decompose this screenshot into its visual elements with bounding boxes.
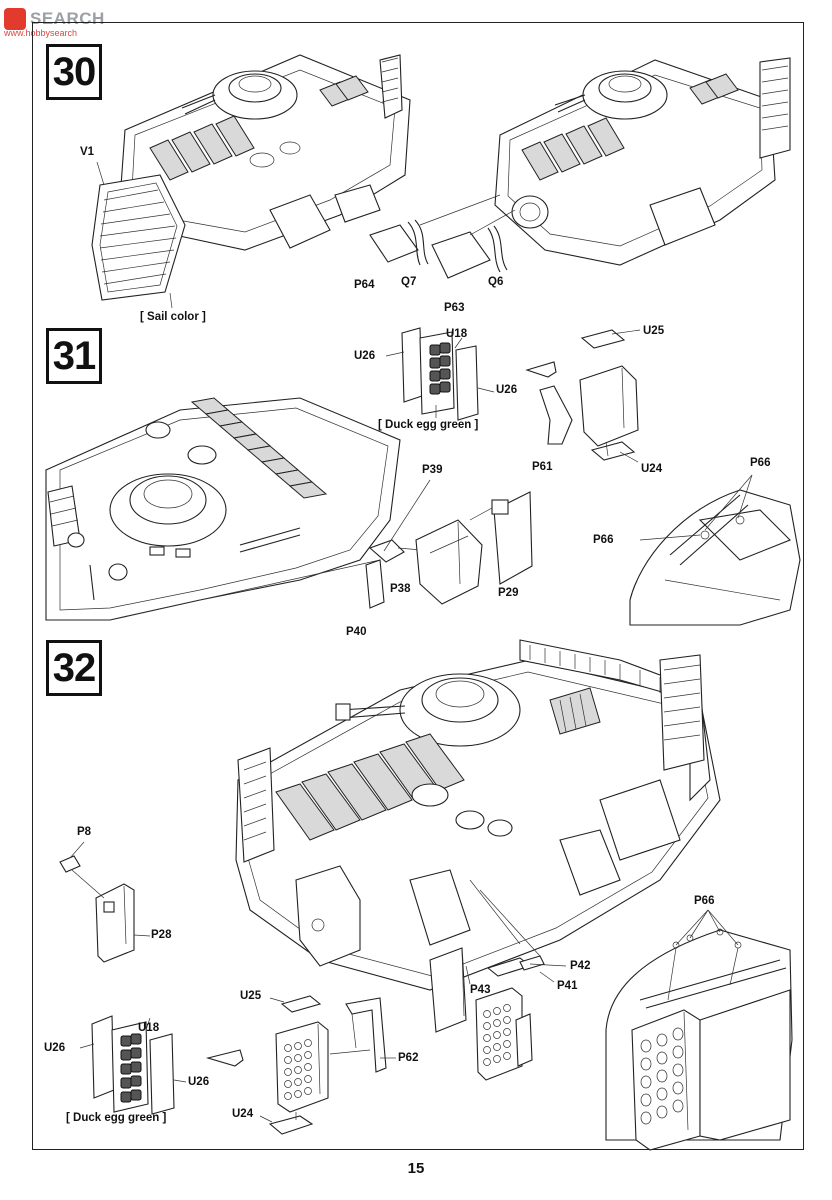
label-p43: P43 [470,984,491,996]
instruction-page-frame [32,22,804,1150]
label-u26-left: U26 [354,350,376,362]
part-u18-tube-rack [429,342,451,395]
step-30-color-note: [ Sail color ] [140,311,206,323]
label-q7: Q7 [401,276,417,288]
label-p28: P28 [151,929,172,941]
watermark-brand: SEARCH [30,9,105,28]
label-u24: U24 [641,463,663,475]
watermark: SEARCH [4,4,105,34]
step-31-vents [190,397,328,499]
label-v1: V1 [80,146,95,158]
step-32-vents [275,733,465,841]
step-31-color-note: [ Duck egg green ] [378,419,479,431]
label-p62: P62 [398,1052,419,1064]
label-u18-32: U18 [138,1022,160,1034]
step-31-number: 31 [46,328,102,384]
label-u24-32: U24 [232,1108,254,1120]
label-p40: P40 [346,626,367,638]
label-u26-32-left: U26 [44,1042,66,1054]
label-p66-left: P66 [593,534,614,546]
label-u26-right: U26 [496,384,518,396]
step-32-color-note: [ Duck egg green ] [66,1112,167,1124]
label-p38: P38 [390,583,411,595]
label-p8: P8 [77,826,92,838]
label-u26-32-right: U26 [188,1076,210,1088]
part-tube-holes-41 [483,1004,511,1066]
step-30-number: 30 [46,44,102,100]
label-u25: U25 [643,325,665,337]
watermark-url: www.hobbysearch [4,28,78,38]
label-p63: P63 [444,302,465,314]
label-p64: P64 [354,279,375,291]
label-p39: P39 [422,464,443,476]
label-u25-32: U25 [240,990,262,1002]
label-p66-top: P66 [750,457,771,469]
label-q6: Q6 [488,276,504,288]
part-tube-holes-inset [640,1027,684,1125]
label-p29: P29 [498,587,519,599]
label-p66-32: P66 [694,895,715,907]
label-p61: P61 [532,461,553,473]
page-number: 15 [407,1160,425,1177]
step-32-number: 32 [46,640,102,696]
part-u18-tube-rack-32 [120,1033,142,1103]
label-p41: P41 [557,980,578,992]
step-30-left-vents [149,115,255,181]
part-v1-slat-screen [91,174,186,301]
watermark-logo-icon [4,8,26,30]
label-p42: P42 [570,960,591,972]
label-u18: U18 [446,328,468,340]
part-u24-tube-holes [284,1039,312,1100]
